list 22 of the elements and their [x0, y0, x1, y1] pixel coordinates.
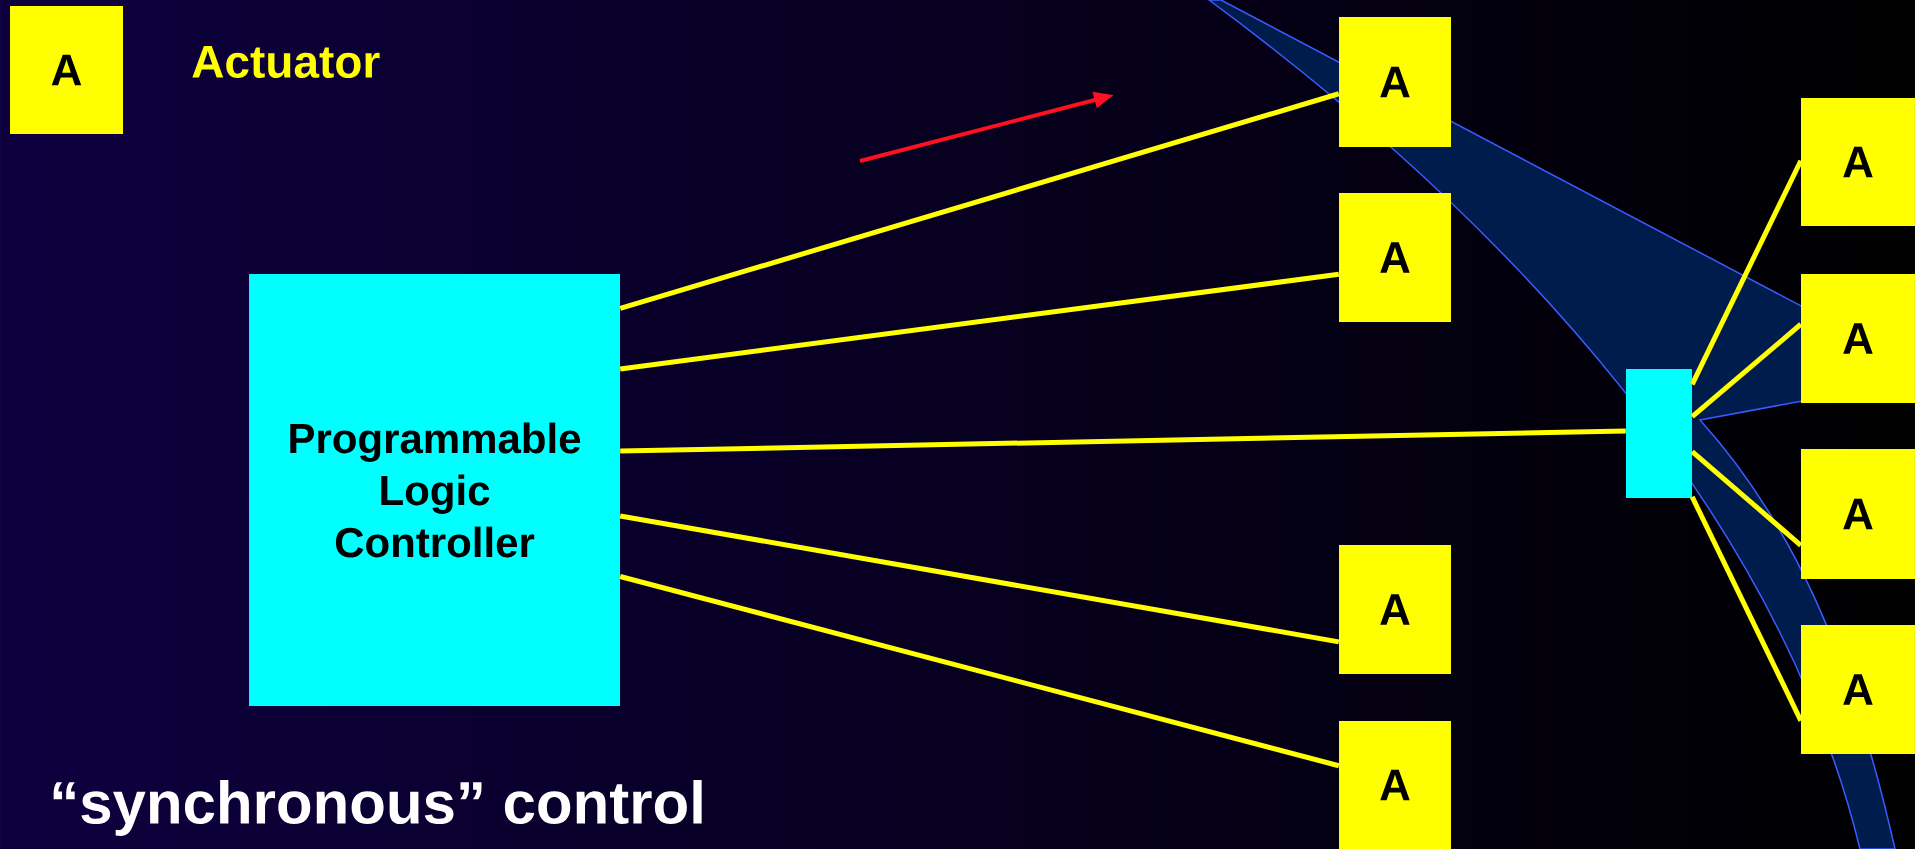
connector-line: [619, 91, 1340, 311]
actuator-box: A: [1801, 625, 1915, 754]
plc-box: Programmable Logic Controller: [249, 274, 620, 706]
actuator-box: A: [1339, 545, 1451, 674]
connector-line: [1690, 449, 1803, 548]
connector-line: [619, 574, 1340, 769]
actuator-box: A: [1801, 449, 1915, 579]
caption-text: “synchronous” control: [53, 780, 702, 836]
junction-box: [1626, 369, 1692, 498]
connector-line: [1690, 322, 1803, 419]
connector-line: [619, 513, 1340, 645]
actuator-box: A: [10, 6, 123, 134]
actuator-box: A: [1339, 193, 1451, 322]
actuator-box: A: [1801, 274, 1915, 403]
connector-line: [1689, 159, 1804, 386]
connector-line: [619, 271, 1340, 372]
connector-line: [1689, 495, 1804, 722]
node-label: Actuator: [192, 45, 380, 79]
actuator-box: A: [1339, 721, 1451, 849]
connector-line: [620, 428, 1626, 454]
actuator-box: A: [1801, 98, 1915, 226]
actuator-box: A: [1339, 17, 1451, 147]
